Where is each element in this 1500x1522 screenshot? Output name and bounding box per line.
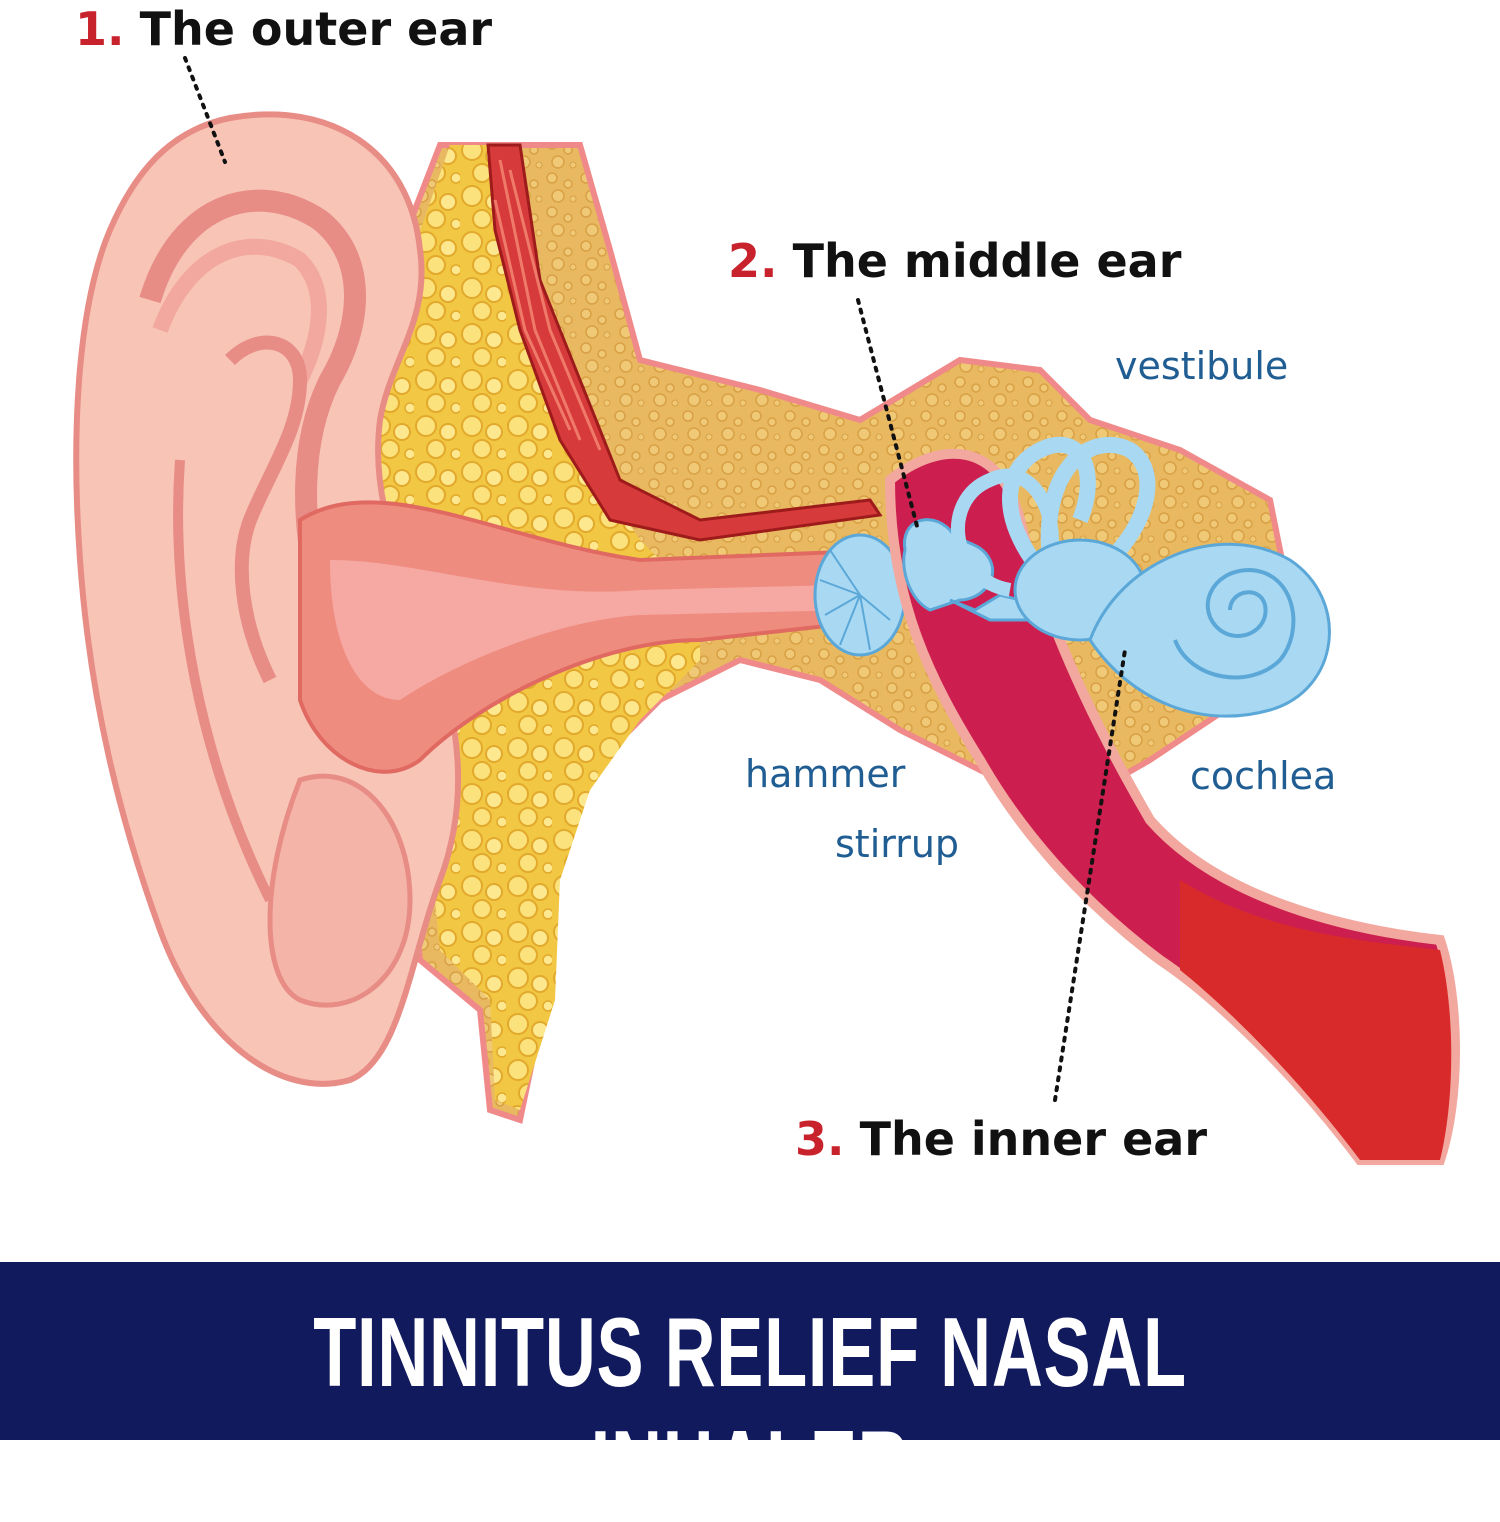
label-middle-ear-number: 2. [728, 234, 778, 288]
eardrum [813, 533, 907, 657]
leader-middle [856, 298, 920, 532]
label-inner-ear-number: 3. [795, 1112, 845, 1166]
title-banner: TINNITUS RELIEF NASAL INHALER [0, 1262, 1500, 1520]
label-hammer: hammer [745, 752, 906, 796]
pinna [73, 111, 462, 1087]
leader-outer [183, 56, 227, 164]
ear-anatomy-diagram [73, 56, 1460, 1165]
label-outer-ear-number: 1. [75, 2, 125, 56]
muscle [486, 143, 883, 542]
label-outer-ear: 1. The outer ear [75, 2, 492, 56]
leader-inner [1053, 648, 1127, 1102]
leader-lines [183, 56, 1127, 1102]
banner-title: TINNITUS RELIEF NASAL INHALER [313, 1297, 1187, 1520]
label-vestibule: vestibule [1115, 344, 1289, 388]
cochlea-structure [1088, 542, 1331, 718]
label-outer-ear-text: The outer ear [139, 2, 493, 56]
ear-canal [298, 500, 884, 774]
label-cochlea: cochlea [1190, 754, 1337, 798]
label-inner-ear: 3. The inner ear [795, 1112, 1207, 1166]
label-middle-ear: 2. The middle ear [728, 234, 1181, 288]
label-stirrup: stirrup [835, 822, 960, 866]
label-middle-ear-text: The middle ear [792, 234, 1182, 288]
label-inner-ear-text: The inner ear [859, 1112, 1208, 1166]
